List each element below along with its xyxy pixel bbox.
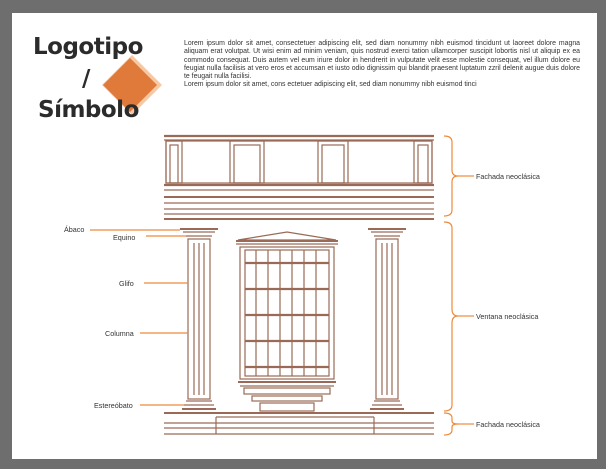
label-fachada-top: Fachada neoclásica [476, 172, 540, 181]
body-paragraph-2: Lorem ipsum dolor sit amet, cons ectetue… [184, 81, 477, 89]
base-steps [164, 412, 434, 435]
logo: Logotipo / Símbolo [12, 13, 162, 123]
neoclassical-window [236, 231, 338, 412]
label-glifo: Glifo [119, 279, 134, 288]
label-ventana: Ventana neoclásica [476, 312, 538, 321]
label-estereobato: Estereóbato [94, 401, 133, 410]
label-equino: Equino [113, 233, 135, 242]
entablature [164, 134, 434, 220]
body-text: Lorem ipsum dolor sit amet, consectetuer… [184, 40, 580, 90]
logo-line-2: / [82, 66, 90, 92]
right-braces [443, 135, 474, 436]
logo-diamond-shape [102, 55, 162, 115]
document-page: Logotipo / Símbolo Lorem ipsum dolor sit… [12, 13, 597, 459]
facade-drawing [164, 134, 434, 435]
label-columna: Columna [105, 329, 134, 338]
logo-line-1: Logotipo [33, 34, 143, 60]
label-fachada-bottom: Fachada neoclásica [476, 420, 540, 429]
right-column [368, 228, 406, 410]
body-paragraph-1: Lorem ipsum dolor sit amet, consectetuer… [184, 40, 580, 81]
left-column [180, 228, 218, 410]
logo-diamond-front [103, 58, 157, 112]
left-callouts [90, 229, 188, 406]
label-abaco: Ábaco [64, 225, 84, 234]
logo-line-3: Símbolo [38, 97, 139, 123]
